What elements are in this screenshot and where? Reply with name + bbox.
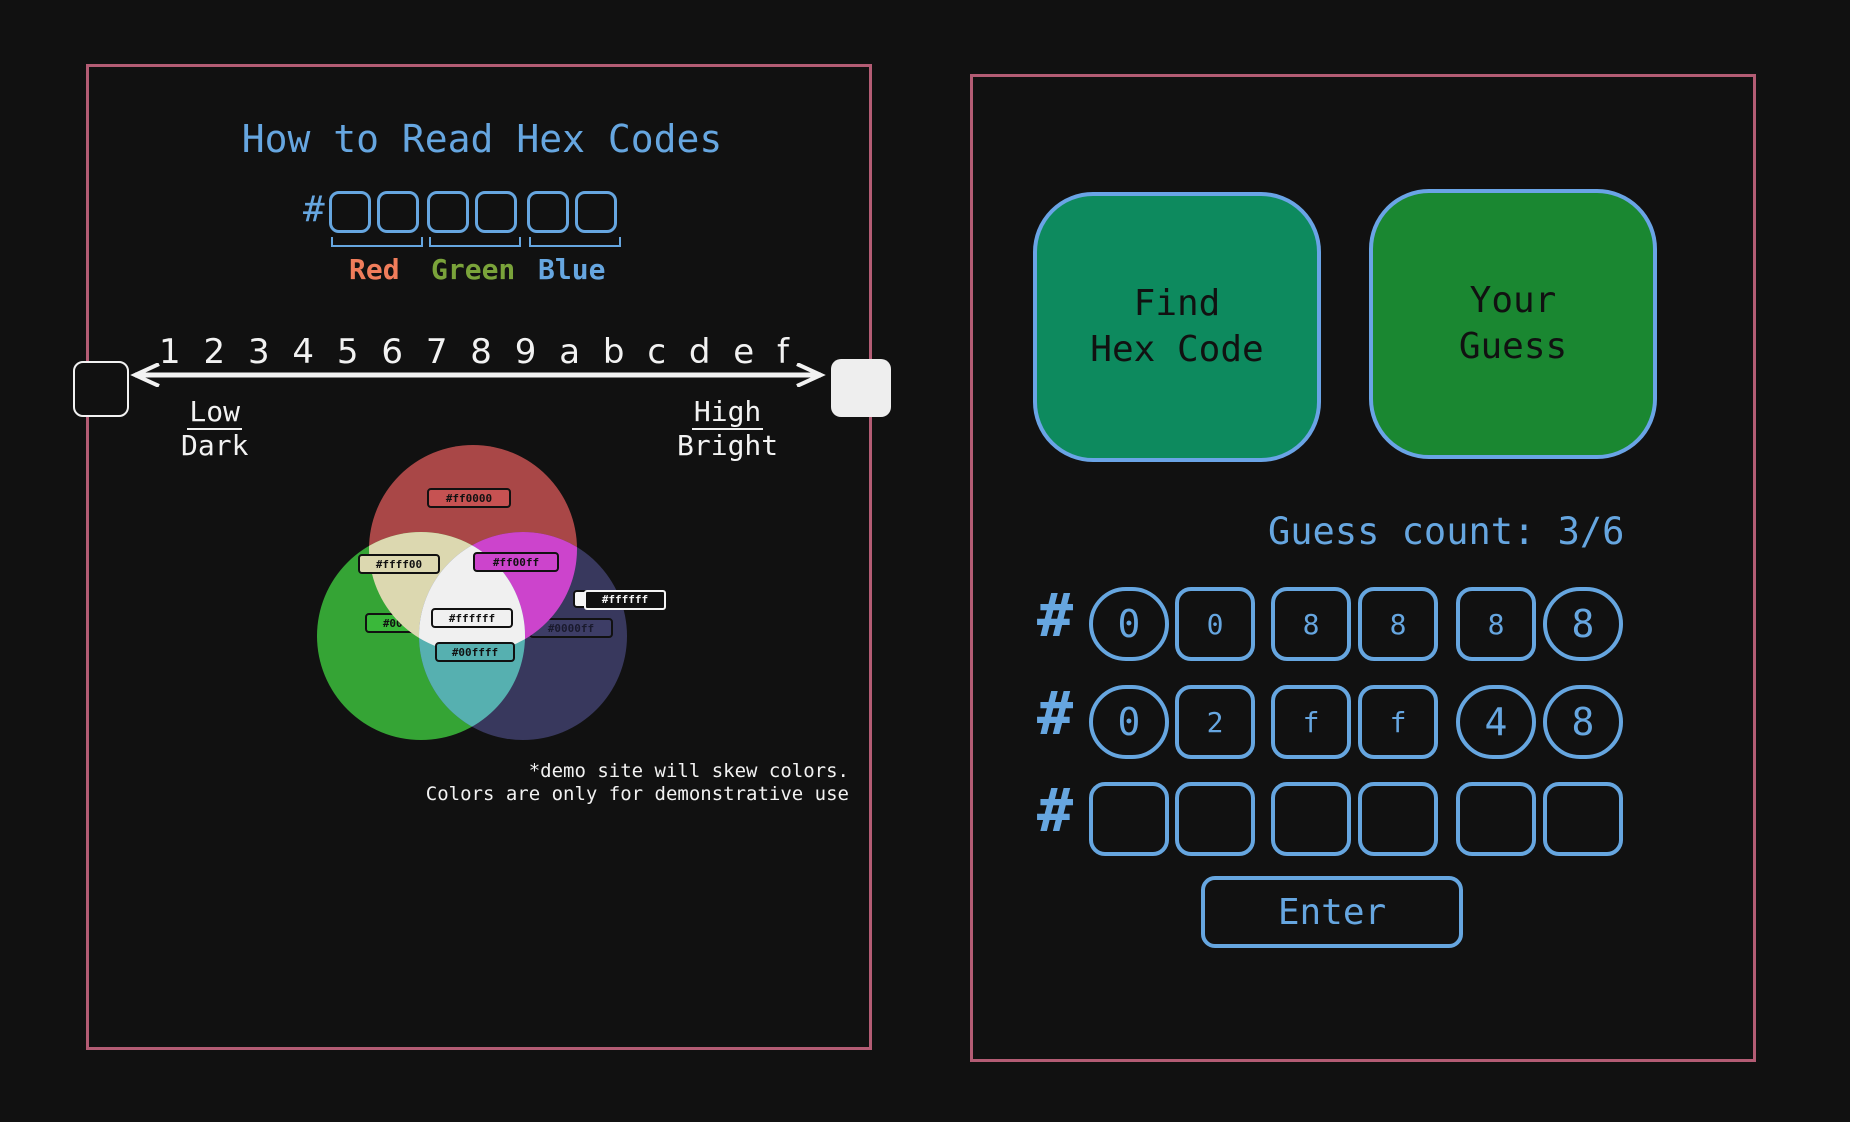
guess-digit-cell: 0 [1089, 685, 1169, 759]
green-bracket [429, 237, 521, 247]
guess-digit-cell: f [1271, 685, 1351, 759]
demo-note-line1: *demo site will skew colors. [528, 760, 849, 782]
hex-digit-input[interactable] [1362, 785, 1434, 853]
scale-digit: f [777, 332, 789, 372]
guess-digit-cell: 0 [1089, 587, 1169, 661]
bright-label: Bright [677, 429, 779, 462]
row-hash-symbol: # [1037, 581, 1074, 651]
scale-digit: b [602, 332, 625, 372]
guess-digit-cell: 2 [1175, 685, 1255, 759]
hex-digit-slot [527, 191, 569, 233]
scale-digit: 4 [292, 332, 315, 372]
hex-input-cell[interactable] [1543, 782, 1623, 856]
hex-digit-input[interactable] [1275, 785, 1347, 853]
hex-input-cell[interactable] [1456, 782, 1536, 856]
scale-digit: 6 [381, 332, 403, 372]
venn-label-white-outside: #ffffff [584, 590, 666, 610]
guess-digit-cell: 8 [1543, 685, 1623, 759]
hex-input-cell[interactable] [1175, 782, 1255, 856]
scale-digit: 7 [425, 332, 448, 372]
hex-guide-panel: How to Read Hex Codes # Red Green Blue 1… [73, 64, 891, 1050]
scale-digit: a [559, 332, 581, 372]
hex-digit-input[interactable] [1547, 785, 1619, 853]
scale-digit: 3 [247, 332, 270, 372]
scale-digit: c [647, 332, 667, 372]
guess-count: Guess count: 3/6 [1268, 510, 1625, 553]
game-panel: Find Hex Code Your Guess Guess count: 3/… [970, 74, 1756, 1062]
find-hex-code-button[interactable]: Find Hex Code [1033, 192, 1321, 462]
red-bracket [331, 237, 423, 247]
dark-label: Dark [181, 429, 249, 462]
scale-digit: 9 [514, 332, 537, 372]
venn-overlaps: #ffff00 #ff00ff #ffffff #00ffff [358, 532, 644, 740]
venn-label-cyan: #00ffff [452, 646, 498, 659]
hex-digit-input[interactable] [1460, 785, 1532, 853]
hex-digit-input[interactable] [1093, 785, 1165, 853]
demo-note-line2: Colors are only for demonstrative use [425, 783, 849, 805]
scale-arrow [130, 363, 826, 387]
guess-digit-cell: f [1358, 685, 1438, 759]
venn-label-blue: #0000ff [548, 622, 594, 635]
guess-digit-cell: 8 [1271, 587, 1351, 661]
blue-bracket [529, 237, 621, 247]
low-dark-label: Low Dark [181, 395, 248, 463]
hex-digit-slot [329, 191, 371, 233]
high-bright-label: High Bright [677, 395, 778, 463]
hex-input-cell[interactable] [1358, 782, 1438, 856]
hex-digit-slot [475, 191, 517, 233]
white-overlap [419, 532, 525, 653]
guide-title: How to Read Hex Codes [241, 117, 723, 161]
scale-digit: 5 [336, 332, 359, 372]
dark-color-swatch [73, 361, 129, 417]
demo-note: *demo site will skew colors. Colors are … [426, 760, 849, 806]
venn-label-red: #ff0000 [446, 492, 492, 505]
guess-digit-cell: 4 [1456, 685, 1536, 759]
guess-digit-cell: 0 [1175, 587, 1255, 661]
your-guess-button[interactable]: Your Guess [1369, 189, 1657, 459]
venn-label-magenta: #ff00ff [493, 556, 539, 569]
red-channel-label: Red [349, 253, 400, 286]
scale-digit: d [688, 332, 711, 372]
blue-channel-label: Blue [538, 253, 606, 286]
hash-symbol: # [303, 189, 325, 230]
hex-digit-input[interactable] [1179, 785, 1251, 853]
hex-digit-slot [377, 191, 419, 233]
scale-digit: 1 [159, 332, 181, 372]
hex-digit-slot [427, 191, 469, 233]
guess-digit-cell: 8 [1456, 587, 1536, 661]
high-label: High [691, 395, 764, 430]
enter-button[interactable]: Enter [1201, 876, 1463, 948]
row-hash-symbol: # [1037, 679, 1074, 749]
hex-input-cell[interactable] [1089, 782, 1169, 856]
low-label: Low [187, 395, 242, 430]
hex-input-cell[interactable] [1271, 782, 1351, 856]
guess-digit-cell: 8 [1358, 587, 1438, 661]
scale-digit: 8 [470, 332, 492, 372]
guess-digit-cell: 8 [1543, 587, 1623, 661]
scale-digit: e [733, 332, 755, 372]
row-hash-symbol: # [1037, 776, 1074, 846]
green-channel-label: Green [431, 253, 516, 286]
hex-digit-slot [575, 191, 617, 233]
venn-label-white-center: #ffffff [449, 612, 495, 625]
venn-label-yellow: #ffff00 [376, 558, 422, 571]
bright-color-swatch [831, 359, 891, 417]
scale-digit: 2 [203, 332, 226, 372]
